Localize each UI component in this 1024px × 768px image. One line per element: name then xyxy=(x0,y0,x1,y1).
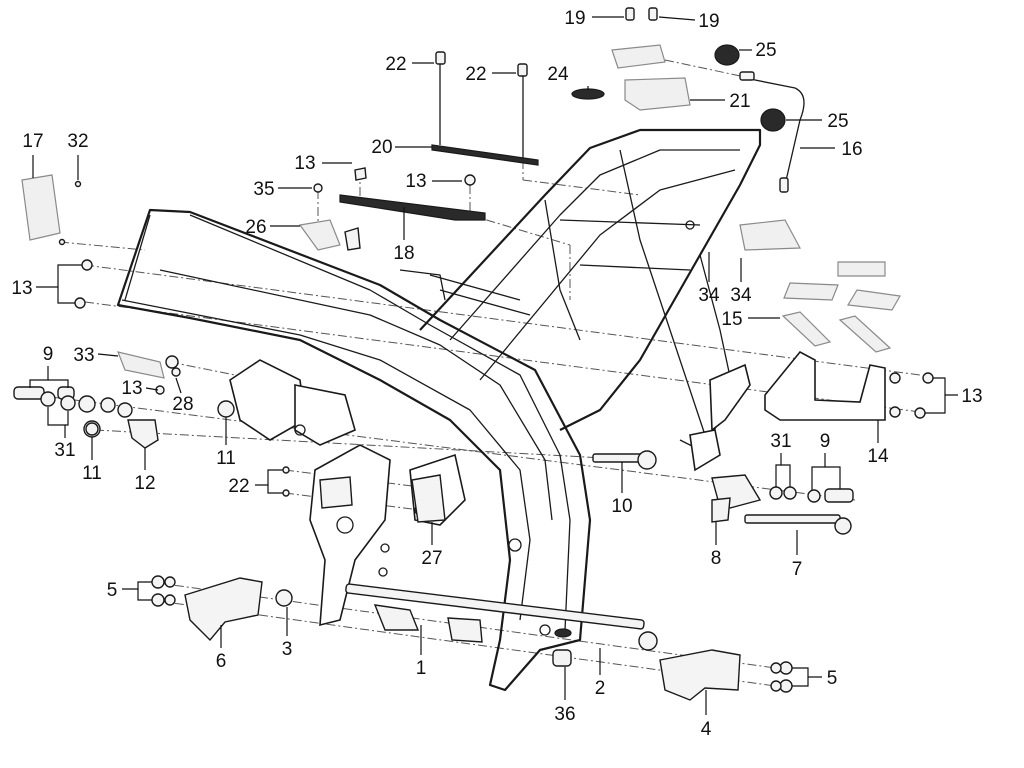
callout-19-left: 19 xyxy=(564,8,585,29)
callout-34-left: 34 xyxy=(698,285,720,306)
parts xyxy=(13,7,934,701)
callout-labels: 1 2 3 4 5 5 6 7 8 9 9 10 11 11 12 13 13 … xyxy=(11,8,982,740)
callout-25-top: 25 xyxy=(755,40,776,61)
callout-24: 24 xyxy=(547,64,569,85)
callout-11-mid: 11 xyxy=(216,448,236,469)
callout-36: 36 xyxy=(554,704,575,725)
callout-13-left: 13 xyxy=(11,278,32,299)
callout-13-upper-left: 13 xyxy=(294,153,315,174)
callout-9-left: 9 xyxy=(43,344,54,365)
callout-26: 26 xyxy=(245,217,266,238)
callout-4: 4 xyxy=(701,719,712,740)
callout-27: 27 xyxy=(421,548,442,569)
callout-11-left: 11 xyxy=(82,463,102,484)
callout-22-lower: 22 xyxy=(228,476,249,497)
callout-13-right: 13 xyxy=(961,386,982,407)
main-frame xyxy=(116,128,762,692)
callout-22-top-left: 22 xyxy=(385,54,406,75)
callout-9-right: 9 xyxy=(820,431,831,452)
callout-31-right: 31 xyxy=(770,431,791,452)
callout-13-upper-right: 13 xyxy=(405,171,426,192)
callout-32: 32 xyxy=(67,131,88,152)
callout-12: 12 xyxy=(134,473,155,494)
callout-1: 1 xyxy=(416,658,427,679)
callout-22-top-right: 22 xyxy=(465,64,486,85)
callout-20: 20 xyxy=(371,137,392,158)
callout-18: 18 xyxy=(393,243,414,264)
callout-5-right: 5 xyxy=(827,668,838,689)
callout-5-left: 5 xyxy=(107,580,118,601)
callout-33: 33 xyxy=(73,345,94,366)
callout-21: 21 xyxy=(729,91,750,112)
callout-7: 7 xyxy=(792,559,803,580)
callout-14: 14 xyxy=(867,446,889,467)
callout-28: 28 xyxy=(172,394,193,415)
callout-25-lower: 25 xyxy=(827,111,848,132)
callout-34-right: 34 xyxy=(730,285,752,306)
leader-lines xyxy=(29,16,958,715)
callout-2: 2 xyxy=(595,678,606,699)
callout-8: 8 xyxy=(711,548,722,569)
callout-10: 10 xyxy=(611,496,632,517)
callout-31-left: 31 xyxy=(54,440,75,461)
callout-6: 6 xyxy=(216,651,227,672)
callout-35: 35 xyxy=(253,179,274,200)
callout-19-right: 19 xyxy=(698,11,719,32)
callout-13-mid: 13 xyxy=(121,378,142,399)
callout-17: 17 xyxy=(22,131,43,152)
callout-16: 16 xyxy=(841,139,862,160)
part-17-cover xyxy=(21,174,61,241)
callout-3: 3 xyxy=(282,639,293,660)
callout-15: 15 xyxy=(721,309,742,330)
